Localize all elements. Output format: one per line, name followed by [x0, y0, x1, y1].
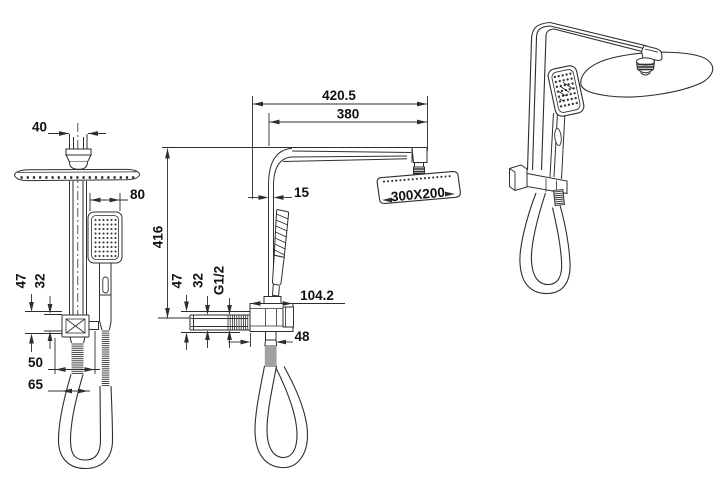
dim-hose-offset-50: 50: [28, 355, 43, 370]
front-view-linework: [13, 123, 141, 470]
dim-front-47: 47: [14, 273, 29, 288]
dim-ceiling-arm-width: 40: [32, 120, 47, 135]
dim-overall-projection: 420.5: [322, 88, 356, 103]
dim-pipe-width: 15: [294, 185, 310, 200]
side-view-linework: [158, 96, 461, 469]
front-view-labels: 40 80 47 32 50 65: [14, 120, 146, 393]
dim-hose-offset-65: 65: [28, 377, 44, 392]
dim-head-size: 300X200: [390, 185, 445, 205]
dim-side-32: 32: [191, 273, 206, 288]
dim-hose-offset-48: 48: [295, 329, 311, 344]
dim-riser-height: 416: [151, 225, 166, 248]
perspective-view-linework: [509, 21, 714, 295]
dim-side-47: 47: [170, 273, 185, 288]
dim-hand-shower-width: 80: [130, 187, 145, 202]
dim-front-32: 32: [33, 273, 48, 288]
dim-bracket-width: 104.2: [300, 288, 334, 303]
side-view-labels: 420.5 380 15 300X200 416 47 32 G1/2 104.…: [151, 88, 446, 344]
dim-inlet-thread: G1/2: [212, 266, 227, 295]
dim-arm-projection: 380: [337, 107, 360, 122]
